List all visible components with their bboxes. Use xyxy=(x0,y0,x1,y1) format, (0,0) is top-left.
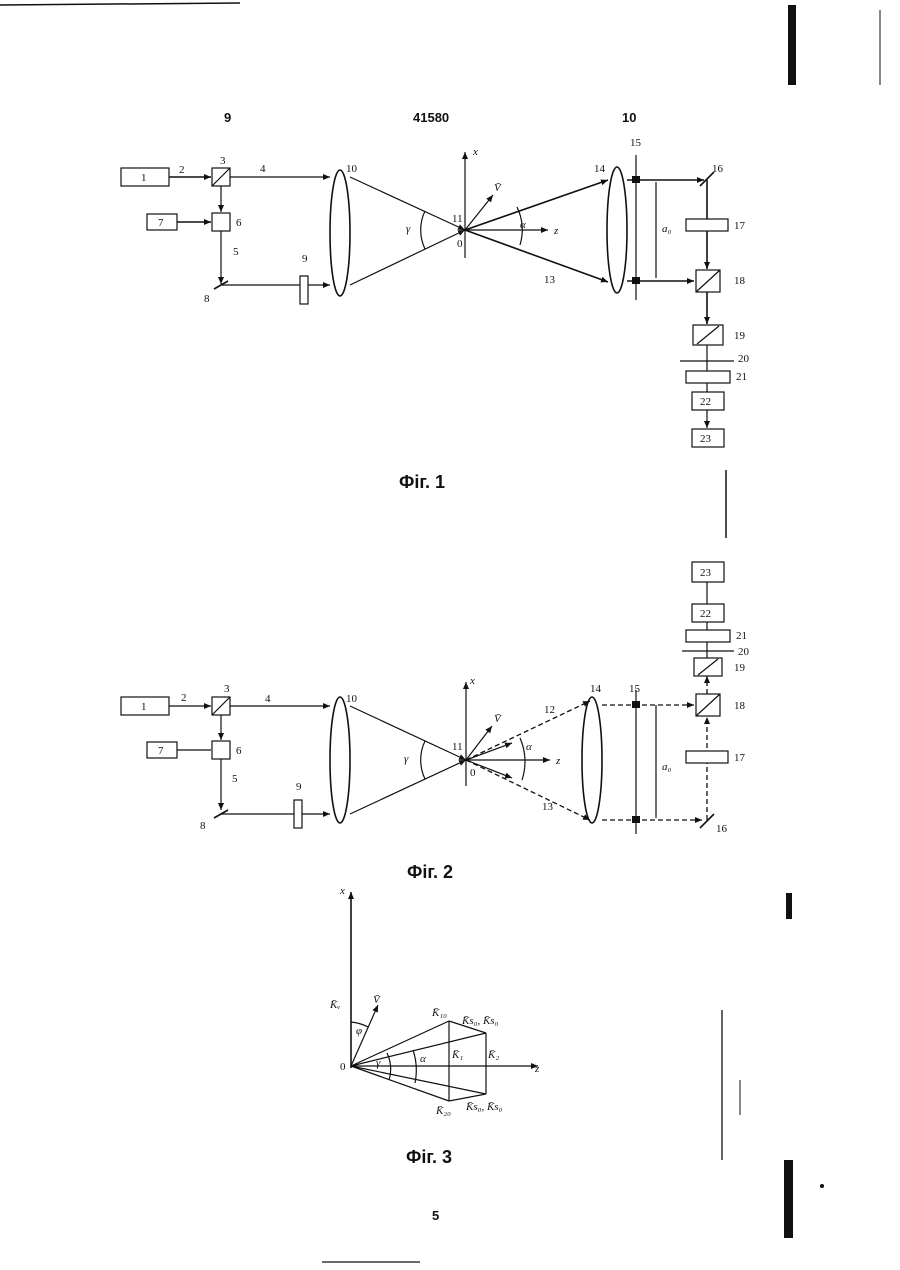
fig1-label-5: 5 xyxy=(233,246,239,258)
fig1-label-18: 18 xyxy=(734,275,746,287)
fig2-modulator-6 xyxy=(212,741,230,759)
fig2-caption: Фіг. 2 xyxy=(407,862,453,882)
page-number: 5 xyxy=(432,1208,439,1223)
figure-1: 1 2 3 4 7 6 5 8 9 10 γ x z 0 11 xyxy=(121,137,750,492)
fig1-gamma: γ xyxy=(406,223,411,235)
fig2-label-22: 22 xyxy=(700,608,711,620)
fig1-alpha: α xyxy=(520,219,526,231)
fig2-label-21: 21 xyxy=(736,630,747,642)
fig2-axis-x: x xyxy=(469,675,475,687)
figure-2: 1 2 3 4 7 6 5 8 9 10 γ x z 0 11 V̄ xyxy=(121,562,750,882)
fig1-label-16: 16 xyxy=(712,163,724,175)
fig3-phi: φ xyxy=(356,1025,362,1037)
fig3-alpha: α xyxy=(420,1053,426,1065)
fig1-label-19: 19 xyxy=(734,330,746,342)
fig2-lens-14 xyxy=(582,697,602,823)
fig3-caption: Фіг. 3 xyxy=(406,1147,452,1167)
fig2-label-15: 15 xyxy=(629,683,641,695)
fig1-label-13: 13 xyxy=(544,274,556,286)
fig1-label-15: 15 xyxy=(630,137,642,149)
fig2-label-12: 12 xyxy=(544,704,555,716)
fig1-velocity: V̄ xyxy=(494,182,502,194)
figure-3: x z 0 K̄ᵥ V̄ φ γ α K̄₁₀ K̄₁ K̄₂₀ K̄₂ K̄s… xyxy=(329,885,540,1167)
fig1-label-14: 14 xyxy=(594,163,606,175)
fig1-plate-9 xyxy=(300,276,308,304)
fig2-label-16: 16 xyxy=(716,823,728,835)
fig2-label-5: 5 xyxy=(232,773,238,785)
fig1-lens-10 xyxy=(330,170,350,296)
fig2-label-19: 19 xyxy=(734,662,746,674)
fig2-plate-9 xyxy=(294,800,302,828)
fig2-label-14: 14 xyxy=(590,683,602,695)
fig1-origin: 0 xyxy=(457,238,463,250)
fig2-alpha: α xyxy=(526,741,532,753)
fig2-origin: 0 xyxy=(470,767,476,779)
fig1-label-20: 20 xyxy=(738,353,750,365)
fig3-k-20: K̄₂₀ xyxy=(435,1105,451,1117)
fig1-label-9: 9 xyxy=(302,253,308,265)
fig1-caption: Фіг. 1 xyxy=(399,472,445,492)
fig2-lens-10 xyxy=(330,697,350,823)
fig1-axis-z: z xyxy=(553,225,559,237)
fig2-label-17: 17 xyxy=(734,752,746,764)
fig2-label-23: 23 xyxy=(700,567,712,579)
fig1-label-11: 11 xyxy=(452,213,463,225)
fig3-k-1: K̄₁ xyxy=(451,1049,463,1061)
fig2-velocity: V̄ xyxy=(494,713,502,725)
fig1-label-10: 10 xyxy=(346,163,358,175)
fig2-gamma: γ xyxy=(404,753,409,765)
fig3-axis-x: x xyxy=(339,885,345,897)
fig3-k-v: K̄ᵥ xyxy=(329,999,340,1011)
fig3-k-2: K̄₂ xyxy=(487,1049,499,1061)
fig2-label-3: 3 xyxy=(224,683,230,695)
fig1-axis-x: x xyxy=(472,146,478,158)
fig2-label-10: 10 xyxy=(346,693,358,705)
fig2-label-18: 18 xyxy=(734,700,746,712)
fig1-label-3: 3 xyxy=(220,155,226,167)
fig1-label-23: 23 xyxy=(700,433,712,445)
fig3-k-s-top: K̄s₀, K̄s₀ xyxy=(461,1015,499,1027)
fig2-plate-17 xyxy=(686,751,728,763)
fig2-label-7: 7 xyxy=(158,745,164,757)
fig1-label-17: 17 xyxy=(734,220,746,232)
fig2-axis-z: z xyxy=(555,755,561,767)
fig2-label-1: 1 xyxy=(141,701,147,713)
fig3-k-s-bottom: K̄s₀, K̄s₀ xyxy=(465,1101,503,1113)
fig2-label-8: 8 xyxy=(200,820,206,832)
fig1-aperture-a: a₀ xyxy=(662,223,672,235)
fig2-label-6: 6 xyxy=(236,745,242,757)
fig1-label-1: 1 xyxy=(141,172,147,184)
fig2-label-9: 9 xyxy=(296,781,302,793)
fig2-aperture-a: a₀ xyxy=(662,761,672,773)
header-left-page: 9 xyxy=(224,110,231,125)
fig3-k-10: K̄₁₀ xyxy=(431,1007,447,1019)
fig2-label-2: 2 xyxy=(181,692,187,704)
fig1-label-2: 2 xyxy=(179,164,185,176)
fig1-label-8: 8 xyxy=(204,293,210,305)
fig2-label-4: 4 xyxy=(265,693,271,705)
fig1-label-7: 7 xyxy=(158,217,164,229)
fig1-label-6: 6 xyxy=(236,217,242,229)
fig3-origin: 0 xyxy=(340,1061,346,1073)
fig3-axis-z: z xyxy=(534,1063,540,1075)
header-patent-number: 41580 xyxy=(413,110,449,125)
scan-artifacts xyxy=(0,3,880,1262)
fig1-label-22: 22 xyxy=(700,396,711,408)
fig1-lens-14 xyxy=(607,167,627,293)
fig2-label-20: 20 xyxy=(738,646,750,658)
fig3-gamma: γ xyxy=(376,1057,381,1069)
fig3-velocity: V̄ xyxy=(373,994,381,1006)
fig1-label-21: 21 xyxy=(736,371,747,383)
fig2-filter-21 xyxy=(686,630,730,642)
fig1-label-4: 4 xyxy=(260,163,266,175)
header-right-page: 10 xyxy=(622,110,636,125)
fig1-plate-17 xyxy=(686,219,728,231)
fig2-label-13: 13 xyxy=(542,801,554,813)
fig2-label-11: 11 xyxy=(452,741,463,753)
fig1-modulator-6 xyxy=(212,213,230,231)
fig1-filter-21 xyxy=(686,371,730,383)
